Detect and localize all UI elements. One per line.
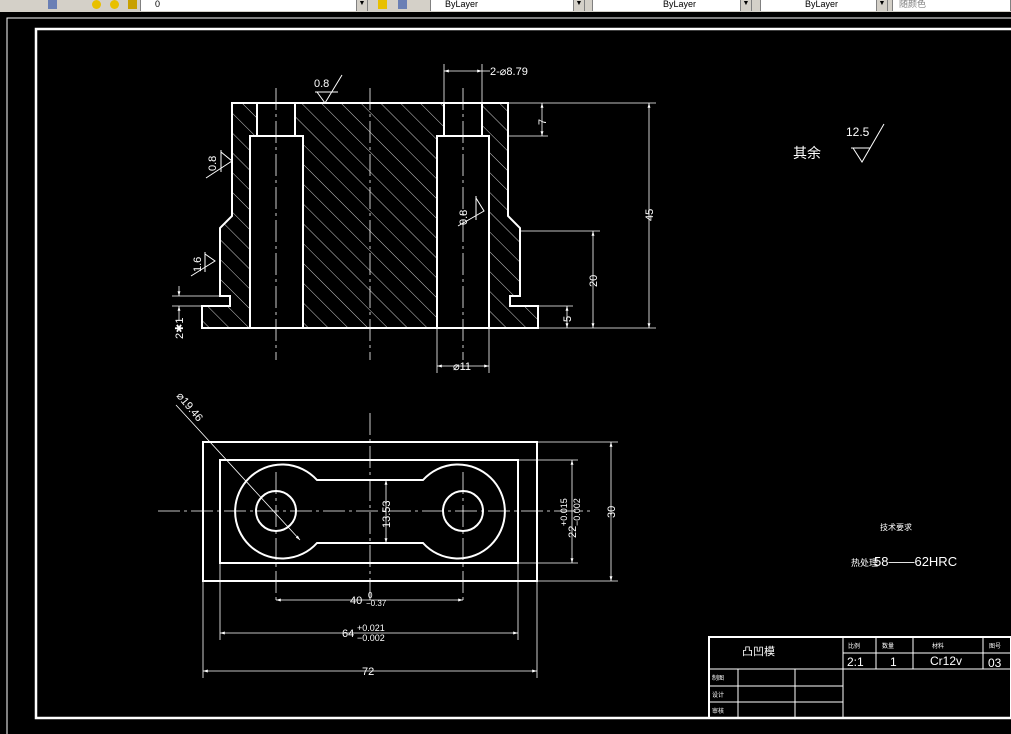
roughness-label: 1.6 <box>192 257 204 272</box>
dim-phi11-text: ⌀11 <box>453 361 471 373</box>
col-scale: 比例 <box>848 642 860 650</box>
roughness-label: 0.8 <box>314 78 329 90</box>
lineweight-dropdown-value: ByLayer <box>805 0 839 9</box>
roughness-symbol <box>851 123 885 163</box>
chevron-down-icon[interactable]: ▼ <box>356 0 367 11</box>
dogbone-outline <box>234 463 506 560</box>
hatch-right-wall <box>482 103 538 328</box>
dim-20-text: 20 <box>588 275 600 287</box>
lightbulb-icon[interactable] <box>110 0 119 9</box>
roughness-label: 0.8 <box>458 210 470 225</box>
make-current-icon[interactable] <box>378 0 387 9</box>
roughness-symbol <box>315 74 343 104</box>
dim-5-text: 5 <box>562 316 574 322</box>
drawing-canvas[interactable]: 0.8 0.8 0.8 1.6 2-⌀8.79 7 45 20 5 2✱1 ⌀1… <box>0 12 1011 734</box>
chevron-down-icon[interactable]: ▼ <box>740 0 751 11</box>
row-checked: 审核 <box>712 707 724 715</box>
dim-30-text: 30 <box>606 506 618 518</box>
col-drawing-no: 图号 <box>989 643 1001 650</box>
row-drawn: 制图 <box>712 674 724 682</box>
layer-previous-icon[interactable] <box>398 0 407 9</box>
linetype-dropdown-value: ByLayer <box>663 0 697 9</box>
dim-22-tol-upper: +0.015 <box>559 498 569 526</box>
hardness-value: 58——62HRC <box>874 554 957 569</box>
plotstyle-dropdown[interactable]: 随颜色 <box>892 0 1011 11</box>
col-qty: 数量 <box>882 642 894 650</box>
linetype-dropdown[interactable]: ByLayer ▼ <box>592 0 752 11</box>
inner-rect-64x22 <box>219 459 519 564</box>
layer-dropdown[interactable]: 0 ▼ <box>140 0 368 11</box>
lock-icon[interactable] <box>128 0 137 9</box>
sheet-inner-border <box>34 27 1011 720</box>
dim-22-tol-lower: −0.002 <box>572 498 582 526</box>
qty-value: 1 <box>890 655 897 669</box>
layer-icon[interactable] <box>92 0 101 9</box>
chevron-down-icon[interactable]: ▼ <box>573 0 584 11</box>
dim-7-text: 7 <box>537 119 549 125</box>
color-dropdown-value: ByLayer <box>445 0 479 9</box>
layer-state-icon[interactable] <box>48 0 57 9</box>
left-hole <box>249 103 304 328</box>
sheet-outer-border <box>6 17 1011 734</box>
hatch-center <box>295 103 444 328</box>
title-block <box>708 636 1011 719</box>
dim-2x1-text: 2✱1 <box>174 318 186 339</box>
roughness-symbol <box>190 252 216 277</box>
hatch-left-wall <box>202 103 257 328</box>
top-view <box>158 404 618 678</box>
dim-holes-text: 2-⌀8.79 <box>490 66 528 78</box>
dim-40-tol-lower: −0.37 <box>366 599 387 608</box>
tech-req-title: 技术要求 <box>880 522 912 532</box>
hardness-prefix: 热处理 <box>851 557 878 568</box>
scale-value: 2:1 <box>847 655 864 669</box>
lineweight-dropdown[interactable]: ByLayer ▼ <box>760 0 888 11</box>
part-name: 凸凹模 <box>742 645 775 658</box>
roughness-label: 0.8 <box>207 156 219 171</box>
roughness-symbol <box>205 150 233 179</box>
dim-13-53-text: 13.53 <box>381 500 393 528</box>
layer-dropdown-value: 0 <box>155 0 161 9</box>
dim-64-text: 64 <box>342 628 354 640</box>
other-surfaces-label: 其余 <box>793 145 821 161</box>
dim-22-text: 22 <box>567 526 579 538</box>
chevron-down-icon[interactable]: ▼ <box>876 0 887 11</box>
section-view <box>172 64 656 373</box>
dim-40-tol-upper: 0 <box>368 591 373 600</box>
dim-40-text: 40 <box>350 595 362 607</box>
dim-64-tol-lower: −0.002 <box>357 633 385 643</box>
dim-72-text: 72 <box>362 666 374 678</box>
plotstyle-dropdown-value: 随颜色 <box>899 0 927 9</box>
col-material: 材料 <box>932 642 944 650</box>
material-value: Cr12v <box>930 654 962 668</box>
dim-45-text: 45 <box>644 209 656 221</box>
drawing-no-value: 03 <box>988 656 1002 670</box>
dim-leader <box>175 404 301 541</box>
row-designed: 设计 <box>712 691 724 699</box>
properties-toolbar: 0 ▼ ByLayer ▼ ByLayer ▼ ByLayer ▼ 随颜色 <box>0 0 1011 12</box>
other-roughness-value: 12.5 <box>846 125 870 139</box>
roughness-symbol <box>457 196 485 227</box>
dim-64-tol-upper: +0.021 <box>357 623 385 633</box>
color-dropdown[interactable]: ByLayer ▼ <box>430 0 585 11</box>
